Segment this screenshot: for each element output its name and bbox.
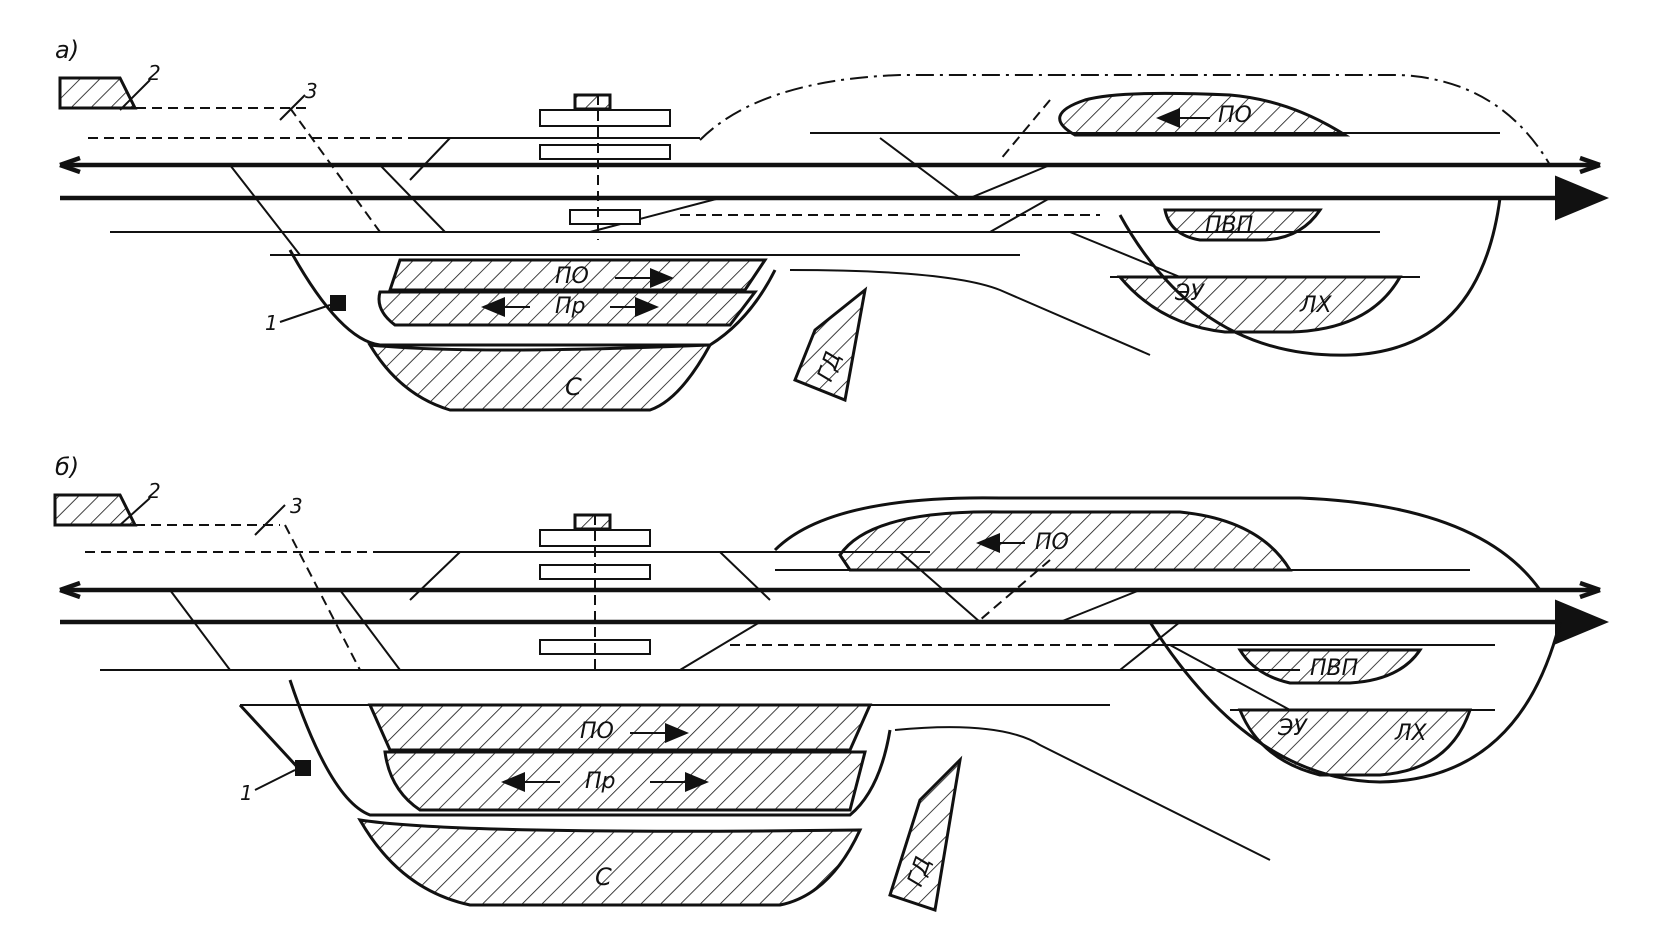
park-b-po-bottom: [367, 703, 873, 752]
park-b-pvp: [1237, 648, 1423, 685]
park-a-po-top: [1058, 91, 1351, 137]
callout-a-3-leader: [279, 94, 306, 121]
callout-a-2-hatch: [58, 76, 138, 110]
callout-a-1-marker: [330, 295, 346, 311]
label-a-pvp: ПВП: [1205, 213, 1253, 238]
callout-b-1-marker: [295, 760, 311, 776]
label-b-pvp: ПВП: [1310, 656, 1358, 681]
callout-a-1-leader: [279, 304, 331, 323]
panel-a-label: а): [55, 36, 79, 64]
main-track-a-1-arrow-right: [1579, 155, 1601, 175]
switches-b: [169, 551, 1291, 711]
park-b-zu-lh: [1237, 708, 1473, 777]
station-building-a-1: [539, 109, 671, 127]
label-a-pr: Пр: [555, 294, 586, 319]
loop-b-bottom: [1148, 621, 1562, 784]
main-track-b-1-arrow-right: [1579, 580, 1601, 600]
label-b-zu: ЭУ: [1277, 716, 1308, 741]
label-a-lh: ЛХ: [1299, 293, 1333, 318]
switches-a: [229, 137, 1181, 278]
callout-b-1-leader: [254, 769, 296, 791]
park-a-s: [367, 343, 713, 412]
callout-a-1: 1: [265, 311, 278, 335]
label-b-lh: ЛХ: [1394, 721, 1428, 746]
callout-b-3: 3: [290, 494, 303, 518]
callout-b-2: 2: [148, 479, 161, 503]
park-a-pr: [377, 290, 759, 327]
callout-a-2-leader: [119, 79, 151, 111]
label-a-s: С: [565, 373, 582, 401]
station-building-a-3: [569, 209, 641, 225]
label-a-zu: ЭУ: [1174, 281, 1205, 306]
callout-b-3-leader: [254, 504, 286, 536]
panel-b-label: б): [55, 453, 79, 481]
loop-b-top: [773, 496, 1542, 591]
label-b-po-bottom: ПО: [580, 719, 614, 744]
label-a-po-bottom: ПО: [555, 264, 589, 289]
connector-a-s: [288, 249, 777, 347]
main-track-a-1-arrow: [59, 155, 81, 175]
label-b-pr: Пр: [585, 769, 616, 794]
station-building-a-2: [539, 144, 671, 160]
park-b-s: [357, 818, 863, 907]
park-b-pr: [383, 750, 867, 812]
label-b-s: С: [595, 863, 612, 891]
station-building-a-top: [573, 93, 612, 111]
callout-b-2-hatch: [53, 493, 138, 527]
park-b-po-top: [838, 510, 1293, 572]
connector-a-exit: [789, 269, 1151, 356]
main-track-b-1-arrow: [59, 580, 81, 600]
panel-a: а): [55, 36, 1609, 412]
connector-b-outer: [238, 703, 302, 772]
panel-b: б): [53, 453, 1609, 912]
callout-b-2-leader: [119, 497, 151, 526]
park-a-zu-lh: [1116, 275, 1403, 334]
callout-a-2: 2: [148, 61, 161, 85]
park-b-gd: [888, 755, 963, 912]
loop-a-dashdot: [699, 74, 1551, 166]
loop-a-bottom: [1118, 197, 1502, 357]
dashed-connectors-b: [284, 524, 1051, 671]
label-b-po-top: ПО: [1035, 530, 1069, 555]
dashed-connectors-a: [289, 99, 1051, 233]
callout-b-1: 1: [240, 781, 253, 805]
label-a-po-top: ПО: [1218, 103, 1252, 128]
station-building-b-top: [573, 513, 612, 531]
connector-b-exit: [894, 726, 1271, 861]
park-a-gd: [793, 286, 868, 403]
connector-b-s: [288, 679, 892, 817]
callout-a-3: 3: [305, 79, 318, 103]
